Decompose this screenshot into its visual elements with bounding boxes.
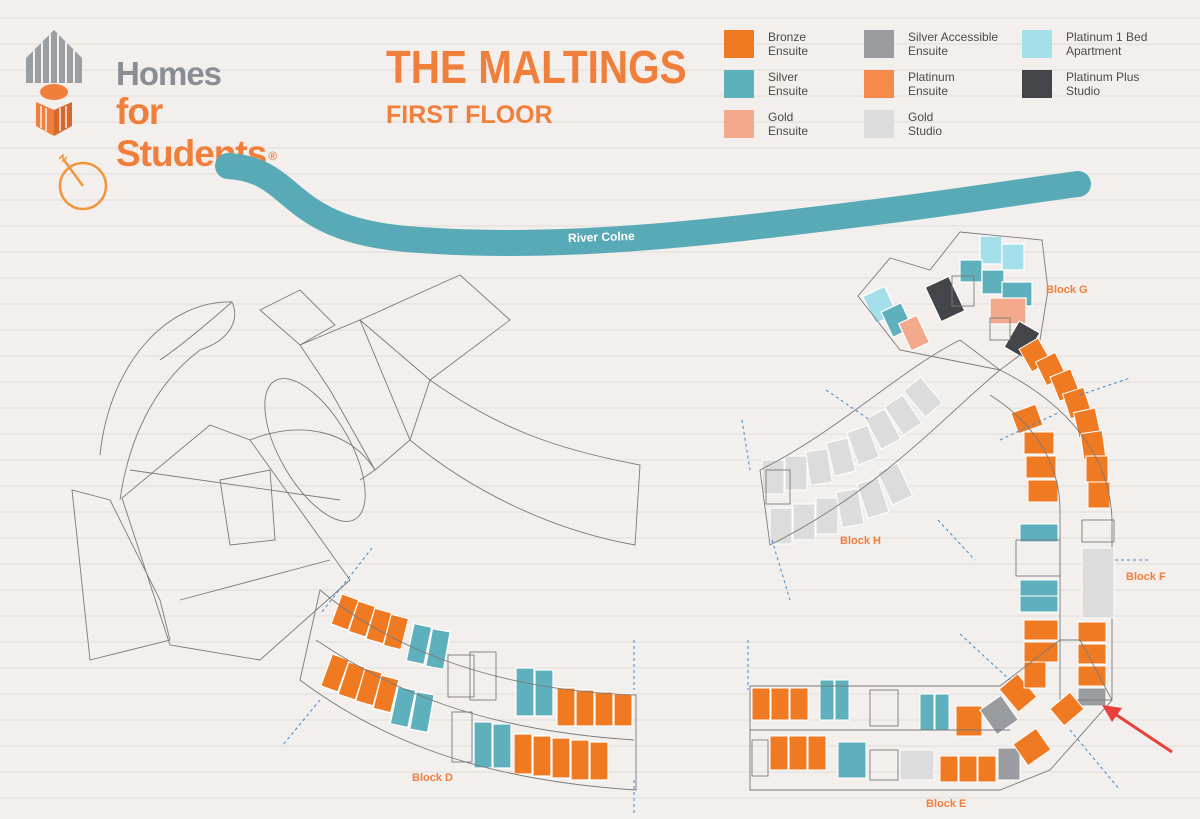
- block-f-rooms: [1010, 337, 1111, 707]
- right-building-guides: [741, 377, 1150, 791]
- legend-label: Silver Ensuite: [768, 70, 809, 98]
- legend-item-silver-accessible-ensuite: Silver Accessible Ensuite: [864, 30, 1018, 58]
- legend-label: Platinum 1 Bed Apartment: [1066, 30, 1148, 58]
- legend-item-gold-studio: Gold Studio: [864, 110, 1018, 138]
- left-building-outline: [71, 274, 641, 661]
- block-e-label: Block E: [926, 798, 967, 810]
- compass-icon: [58, 154, 108, 211]
- legend-swatch: [864, 110, 894, 138]
- legend-swatch: [1022, 70, 1052, 98]
- block-d-outline: [299, 589, 637, 791]
- block-h-label: Block H: [840, 535, 881, 547]
- registered-mark: ®: [268, 149, 277, 164]
- block-d-label: Block D: [412, 772, 453, 784]
- page-title: THE MALTINGS: [386, 41, 687, 93]
- logo-mark-icon: [26, 30, 82, 136]
- block-d-guides: [281, 547, 635, 815]
- legend-item-bronze-ensuite: Bronze Ensuite: [724, 30, 878, 58]
- legend-item-silver-ensuite: Silver Ensuite: [724, 70, 878, 98]
- legend-item-platinum-ensuite: Platinum Ensuite: [864, 70, 1018, 98]
- logo-text-for-students: for Students®: [116, 91, 314, 175]
- legend-swatch: [864, 30, 894, 58]
- legend: Bronze Ensuite Silver Ensuite Gold Ensui…: [724, 28, 1194, 148]
- logo-text-line2: for Students: [116, 91, 267, 174]
- legend-swatch: [724, 70, 754, 98]
- legend-swatch: [724, 110, 754, 138]
- legend-item-platinum-plus-studio: Platinum Plus Studio: [1022, 70, 1176, 98]
- legend-item-platinum-1-bed-apartment: Platinum 1 Bed Apartment: [1022, 30, 1176, 58]
- legend-label: Bronze Ensuite: [768, 30, 809, 58]
- block-g-label: Block G: [1046, 284, 1088, 296]
- river-label: River Colne: [567, 228, 635, 246]
- block-h-outline: [759, 339, 1001, 546]
- floor-subtitle: FIRST FLOOR: [386, 101, 553, 129]
- block-e-rooms: [751, 661, 1085, 783]
- legend-swatch: [1022, 30, 1052, 58]
- legend-label: Gold Ensuite: [768, 110, 809, 138]
- block-d-rooms: [319, 593, 633, 781]
- river-colne: [215, 153, 1091, 257]
- block-e-outline: [749, 639, 1113, 791]
- block-g-outline: [857, 231, 1049, 371]
- block-f-outline: [989, 369, 1115, 701]
- legend-swatch: [864, 70, 894, 98]
- legend-label: Platinum Plus Studio: [1066, 70, 1140, 98]
- brand-logo[interactable]: Homes for Students®: [24, 28, 314, 174]
- block-g-rooms: [861, 235, 1041, 360]
- logo-text-homes: Homes: [116, 55, 222, 92]
- legend-item-gold-ensuite: Gold Ensuite: [724, 110, 878, 138]
- pointer-arrow-icon: [1102, 705, 1173, 754]
- block-f-label: Block F: [1126, 571, 1166, 583]
- legend-label: Gold Studio: [908, 110, 943, 138]
- legend-swatch: [724, 30, 754, 58]
- legend-label: Platinum Ensuite: [908, 70, 955, 98]
- block-h-rooms: [761, 376, 944, 545]
- legend-label: Silver Accessible Ensuite: [908, 30, 999, 58]
